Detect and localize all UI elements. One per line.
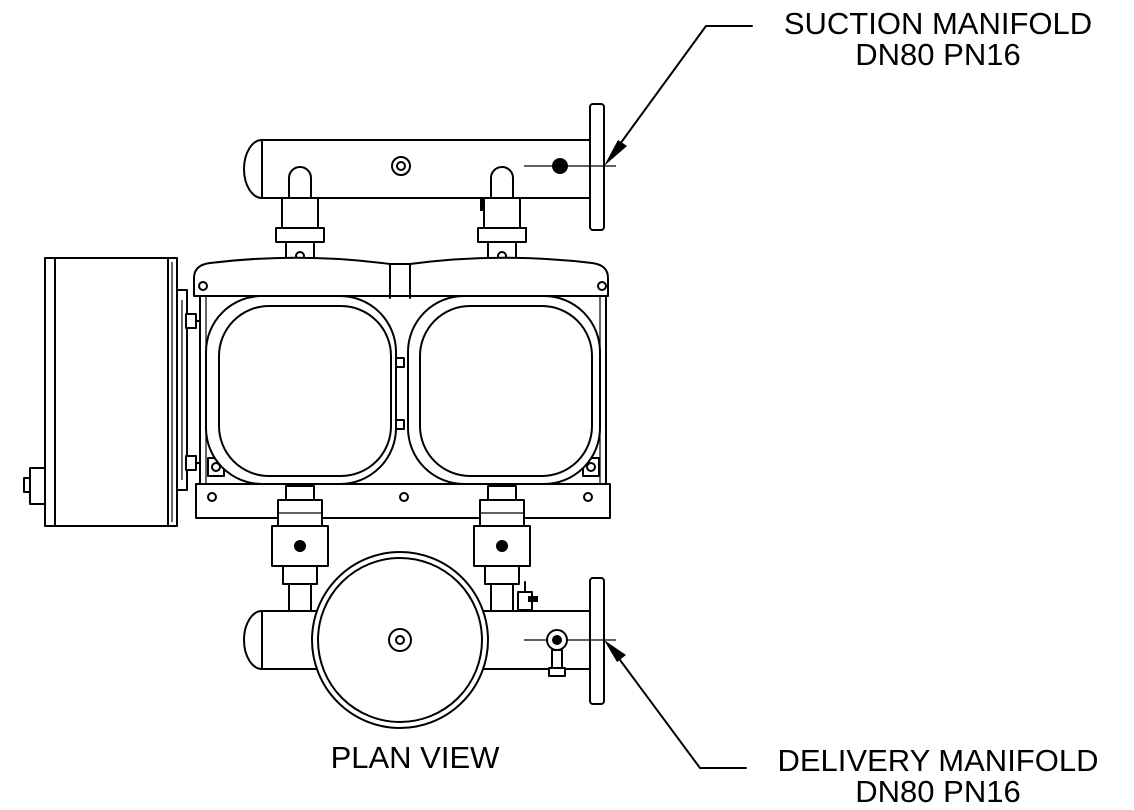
suction-manifold-spec: DN80 PN16 [855, 37, 1021, 72]
suction-manifold-callout: SUCTION MANIFOLD DN80 PN16 [742, 8, 1134, 70]
delivery-manifold-spec: DN80 PN16 [855, 774, 1021, 809]
pump-head-left [205, 295, 397, 485]
suction-leader [604, 25, 753, 166]
control-box [23, 257, 213, 527]
delivery-manifold-title: DELIVERY MANIFOLD [777, 743, 1099, 778]
pulsation-dampener [311, 551, 489, 729]
pump-head-right [407, 295, 601, 485]
view-title: PLAN VIEW [330, 740, 500, 775]
suction-manifold-title: SUCTION MANIFOLD [783, 6, 1093, 41]
pump-head-cover [193, 256, 609, 299]
delivery-leader [604, 640, 747, 769]
delivery-manifold-callout: DELIVERY MANIFOLD DN80 PN16 [742, 745, 1134, 807]
